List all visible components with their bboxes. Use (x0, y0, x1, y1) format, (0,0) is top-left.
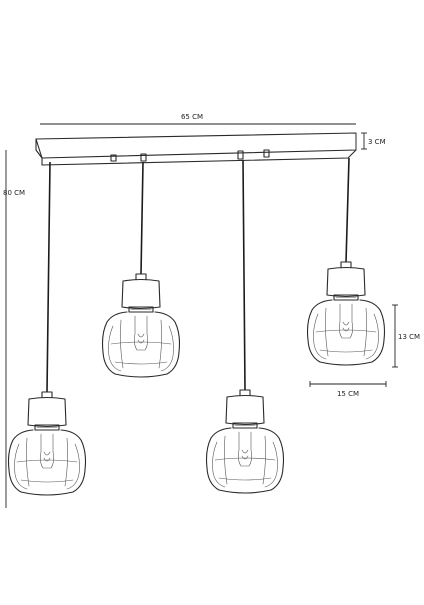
label-drop-height: 80 CM (3, 189, 25, 197)
dim-shade-height: 13 CM (392, 304, 420, 368)
pendant-lamp-3 (205, 389, 285, 494)
label-bar-width: 65 CM (181, 113, 203, 121)
label-shade-height: 13 CM (398, 333, 420, 341)
label-shade-width: 15 CM (337, 390, 359, 398)
pendant-lamp-2 (101, 273, 181, 378)
cords (46, 157, 350, 393)
ceiling-bar (35, 132, 357, 166)
dim-bar-width: 65 CM (40, 113, 356, 125)
dim-shade-width: 15 CM (309, 381, 387, 398)
dim-drop-height: 80 CM (3, 150, 25, 508)
pendant-lamp-4 (306, 261, 386, 366)
pendant-lamp-1 (7, 391, 87, 496)
dim-bar-height: 3 CM (361, 132, 386, 150)
label-bar-height: 3 CM (368, 138, 386, 146)
